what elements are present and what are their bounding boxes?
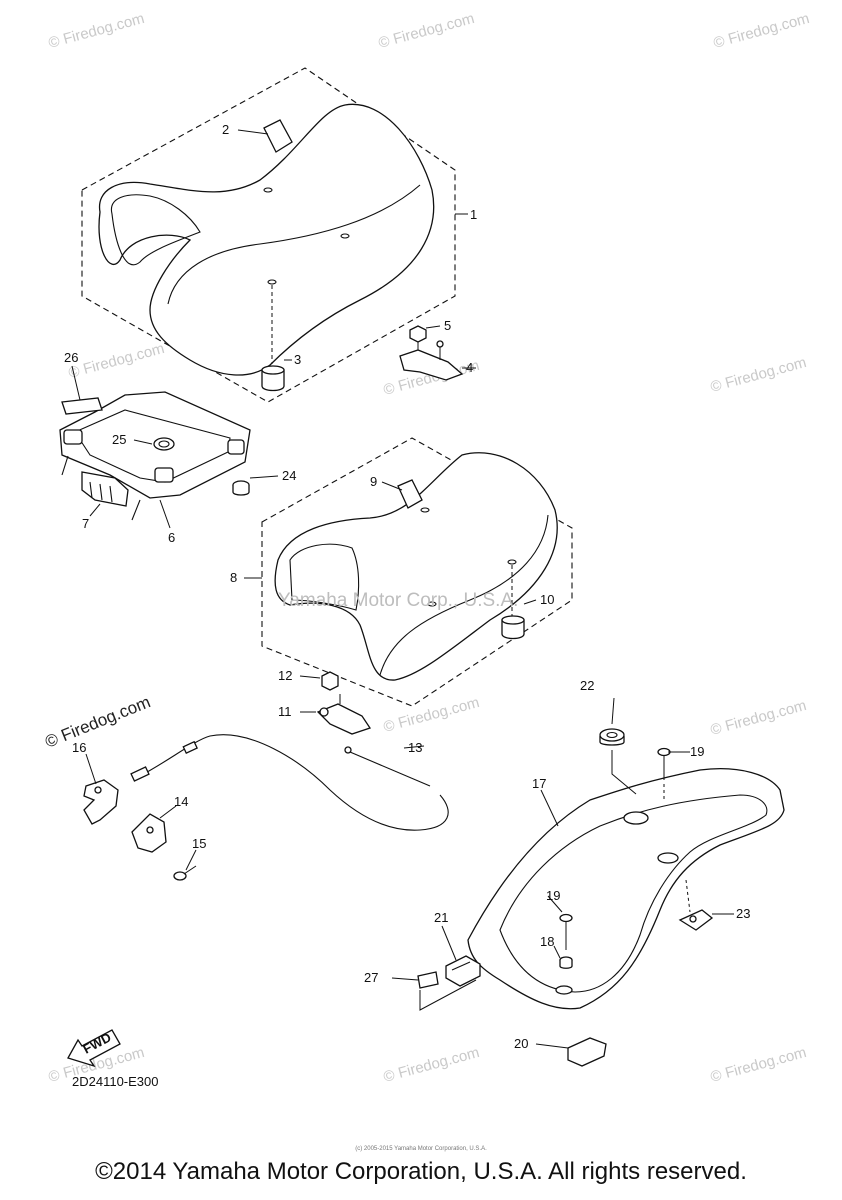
lock-7	[81, 471, 129, 507]
callout-6: 6	[168, 530, 175, 545]
callout-16: 16	[72, 740, 86, 755]
callout-24: 24	[282, 468, 296, 483]
callout-19b: 19	[546, 888, 560, 903]
watermark-2: © Firedog.com	[377, 10, 477, 52]
bracket-4	[399, 338, 464, 381]
diagram-code: 2D24110-E300	[72, 1074, 159, 1089]
watermark-10: © Firedog.com	[382, 1044, 482, 1086]
bracket-11	[316, 694, 372, 735]
callout-7: 7	[82, 516, 89, 531]
callout-26: 26	[64, 350, 78, 365]
bolt-15	[173, 865, 197, 881]
callout-19a: 19	[690, 744, 704, 759]
seat-8	[274, 452, 558, 681]
tiny-note: (c) 2005-2015 Yamaha Motor Corporation, …	[355, 1146, 487, 1152]
rear-frame-17	[467, 768, 785, 1010]
callout-8: 8	[230, 570, 237, 585]
bolt-19-lower	[559, 913, 573, 950]
bracket-21	[445, 955, 481, 987]
cable-13	[130, 734, 449, 831]
callout-21: 21	[434, 910, 448, 925]
callout-4: 4	[466, 360, 473, 375]
plate-26	[61, 397, 103, 415]
callout-22: 22	[580, 678, 594, 693]
nut-5	[409, 325, 427, 343]
callout-3: 3	[294, 352, 301, 367]
pad-20	[567, 1037, 607, 1067]
seat-1	[98, 103, 435, 392]
callout-23: 23	[736, 906, 750, 921]
callout-11: 11	[278, 704, 292, 719]
damper-24	[232, 480, 250, 496]
callout-12: 12	[278, 668, 292, 683]
callout-numbers: 2 1 3 4 5 26 25 24 7 6 9 8 10 12 11 13 1…	[64, 122, 750, 1051]
callout-20: 20	[514, 1036, 528, 1051]
callout-18: 18	[540, 934, 554, 949]
callout-10: 10	[540, 592, 554, 607]
center-watermark: Yamaha Motor Corp., U.S.A.	[278, 590, 518, 611]
callout-17: 17	[532, 776, 546, 791]
grommet-25	[153, 437, 175, 451]
callout-13: 13	[408, 740, 422, 755]
leader-lines	[71, 129, 734, 1049]
watermark-dark: © Firedog.com	[42, 692, 153, 751]
lever-16	[83, 779, 119, 825]
reflector-27	[417, 971, 439, 989]
bracket-14	[131, 813, 167, 853]
callout-25: 25	[112, 432, 126, 447]
assembly-box-2	[261, 437, 573, 707]
nut-12	[321, 671, 339, 691]
watermark-11: © Firedog.com	[709, 1044, 809, 1086]
watermark-6: © Firedog.com	[709, 354, 809, 396]
watermark-1: © Firedog.com	[47, 10, 147, 52]
callout-2: 2	[222, 122, 229, 137]
plate-23	[678, 879, 714, 931]
callout-14: 14	[174, 794, 188, 809]
callout-27: 27	[364, 970, 378, 985]
assembly-box-1	[81, 67, 456, 403]
watermark-8: © Firedog.com	[709, 697, 809, 739]
callout-5: 5	[444, 318, 451, 333]
watermark-4: © Firedog.com	[67, 340, 167, 382]
callout-1: 1	[470, 207, 477, 222]
collar-18	[559, 956, 573, 969]
callout-15: 15	[192, 836, 206, 851]
copyright-notice: ©2014 Yamaha Motor Corporation, U.S.A. A…	[95, 1158, 747, 1185]
grommet-22	[599, 728, 637, 795]
watermark-3: © Firedog.com	[712, 10, 812, 52]
callout-9: 9	[370, 474, 377, 489]
